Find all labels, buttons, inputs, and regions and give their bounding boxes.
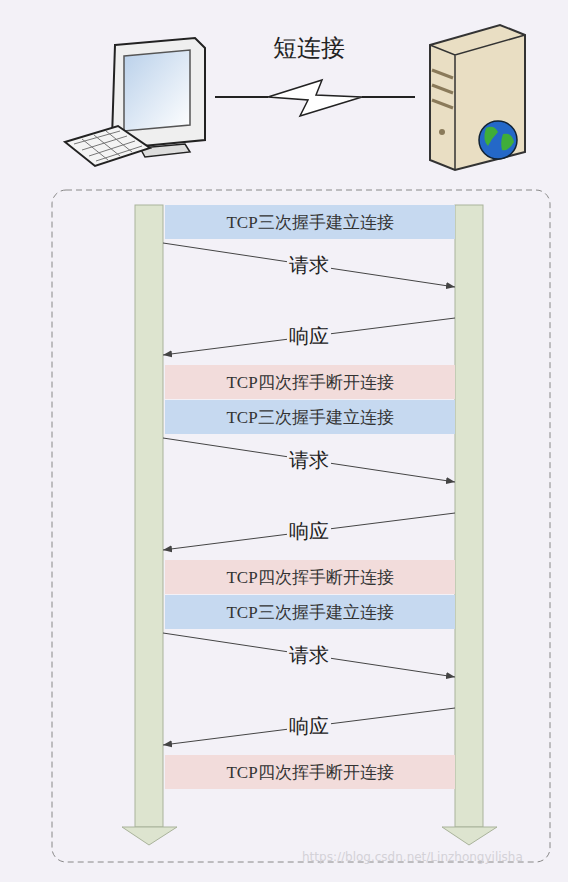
connect-band: TCP三次握手建立连接: [165, 400, 455, 434]
band-text: TCP四次挥手断开连接: [226, 371, 393, 394]
band-text: TCP四次挥手断开连接: [226, 761, 393, 784]
message-label: 响应: [287, 323, 331, 350]
band-text: TCP三次握手建立连接: [226, 601, 393, 624]
connect-band: TCP三次握手建立连接: [165, 205, 455, 239]
link-lightning: [215, 80, 415, 116]
band-text: TCP三次握手建立连接: [226, 406, 393, 429]
message-label: 请求: [287, 642, 331, 669]
lifeline: [122, 205, 177, 845]
disconnect-band: TCP四次挥手断开连接: [165, 365, 455, 399]
disconnect-band: TCP四次挥手断开连接: [165, 755, 455, 789]
diagram-title: 短连接: [273, 32, 345, 64]
message-arrow: [163, 708, 455, 745]
lifeline: [442, 205, 497, 845]
message-arrow: [163, 318, 455, 355]
dashed-frame: [52, 190, 550, 862]
disconnect-band: TCP四次挥手断开连接: [165, 560, 455, 594]
connect-band: TCP三次握手建立连接: [165, 595, 455, 629]
message-arrow: [163, 513, 455, 550]
message-label: 请求: [287, 447, 331, 474]
band-text: TCP三次握手建立连接: [226, 211, 393, 234]
message-label: 请求: [287, 252, 331, 279]
watermark: https://blog.csdn.net/Linzhongyilisha: [302, 850, 523, 864]
band-text: TCP四次挥手断开连接: [226, 566, 393, 589]
computer-icon: [65, 38, 205, 166]
message-arrow: [163, 243, 455, 287]
message-arrow: [163, 633, 455, 677]
message-arrow: [163, 438, 455, 482]
message-label: 响应: [287, 518, 331, 545]
server-icon: [430, 25, 525, 170]
message-label: 响应: [287, 713, 331, 740]
